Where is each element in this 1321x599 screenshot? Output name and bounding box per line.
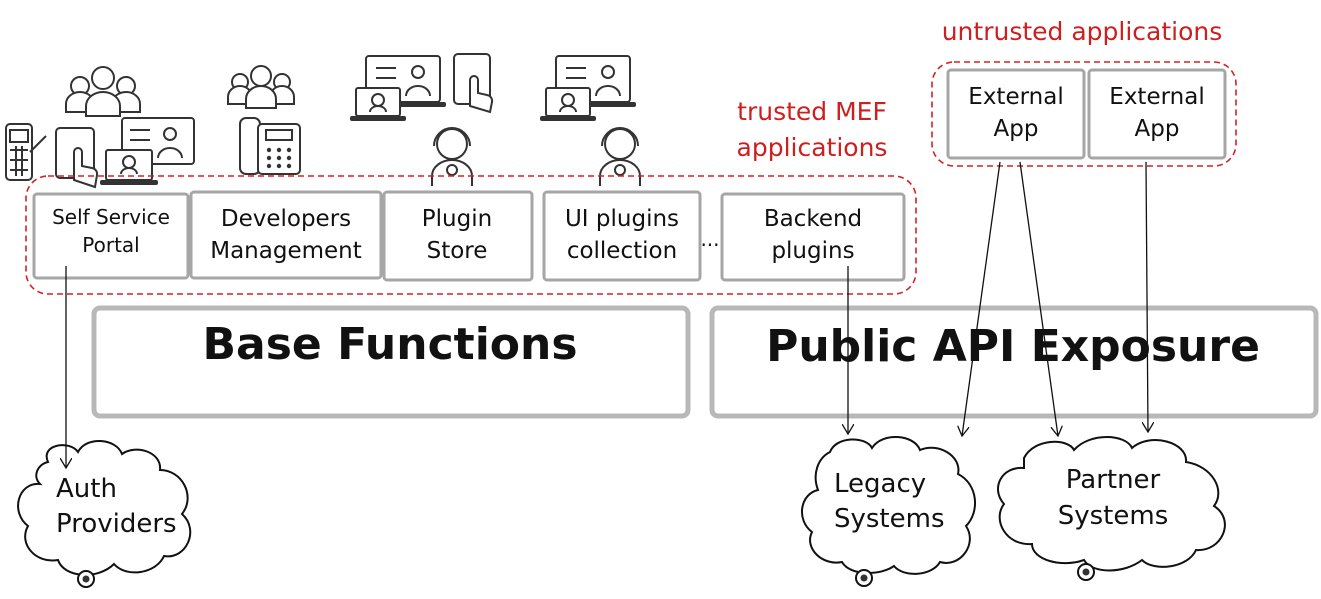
trusted-app-developers-management[interactable]: Developers Management <box>189 190 383 280</box>
user-group-icon <box>65 66 141 117</box>
legacy-systems-cloud: Legacy Systems <box>800 435 977 587</box>
public-api-exposure-layer: Public API Exposure <box>709 305 1319 419</box>
arrow-external-to-legacy <box>962 161 1001 436</box>
app-label-line1: Developers <box>221 206 351 232</box>
trusted-app-self-service-portal[interactable]: Self Service Portal <box>32 192 190 280</box>
trusted-app-ui-plugins-collection[interactable]: UI plugins collection <box>542 190 702 282</box>
app-label-line2: Store <box>427 238 488 264</box>
partner-systems-cloud: Partner Systems <box>997 436 1226 581</box>
system-label-line1: Partner <box>1066 465 1161 495</box>
app-label-line2: Portal <box>82 233 139 257</box>
app-label-line2: App <box>1135 116 1180 142</box>
untrusted-apps-group <box>931 61 1237 167</box>
trusted-group-title-line2: applications <box>737 133 888 162</box>
system-label-line2: Systems <box>1058 501 1169 531</box>
headset-agent-icon <box>431 127 473 186</box>
app-label-line1: External <box>968 84 1063 110</box>
app-label-line2: Management <box>210 238 362 264</box>
untrusted-group-title: untrusted applications <box>942 17 1223 46</box>
app-label-line2: App <box>994 116 1039 142</box>
arrow-external2-to-partner <box>1146 161 1148 432</box>
user-group-icon <box>227 65 295 109</box>
more-plugins-ellipsis: ... <box>700 227 719 251</box>
app-label-line1: Self Service <box>52 205 170 229</box>
external-app-1[interactable]: External App <box>946 68 1086 160</box>
trusted-group-title-line1: trusted MEF <box>737 97 887 126</box>
system-label-line1: Legacy <box>834 469 926 499</box>
base-functions-layer: Base Functions <box>91 305 691 419</box>
system-label-line1: Auth <box>56 474 117 504</box>
headset-agent-icon <box>599 127 641 186</box>
system-label-line2: Systems <box>834 504 945 534</box>
arrow-external-to-partner <box>1019 161 1058 436</box>
tablet-touch-icon <box>453 53 494 114</box>
app-label-line1: Backend <box>764 206 862 232</box>
laptop-support-icon <box>350 55 446 121</box>
auth-providers-cloud: Auth Providers <box>17 439 192 588</box>
trusted-apps-group <box>25 175 917 295</box>
mobile-phone-icon <box>5 123 47 181</box>
app-label-line2: plugins <box>771 238 854 264</box>
base-functions-label: Base Functions <box>202 319 577 370</box>
public-api-exposure-label: Public API Exposure <box>766 321 1260 372</box>
laptop-agent-icon <box>100 117 195 185</box>
system-label-line2: Providers <box>56 509 177 539</box>
app-label-line1: UI plugins <box>565 206 679 232</box>
app-label-line2: collection <box>567 238 677 264</box>
external-app-2[interactable]: External App <box>1087 68 1227 160</box>
laptop-support-icon <box>540 55 636 121</box>
desk-phone-icon <box>239 117 301 175</box>
tablet-touch-icon <box>55 127 99 189</box>
app-label-line1: External <box>1109 84 1204 110</box>
app-label-line1: Plugin <box>422 206 492 232</box>
trusted-app-plugin-store[interactable]: Plugin Store <box>382 190 534 282</box>
trusted-app-backend-plugins[interactable]: Backend plugins <box>720 192 906 282</box>
